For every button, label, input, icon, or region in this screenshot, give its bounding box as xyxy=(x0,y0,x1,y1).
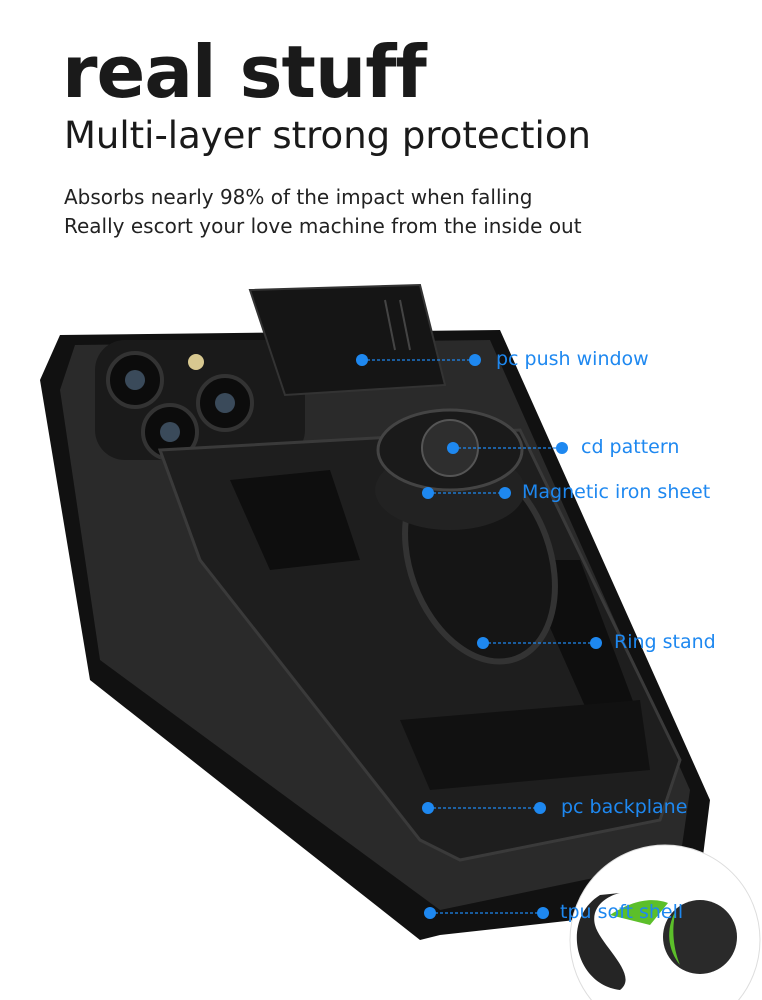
description-line: Absorbs nearly 98% of the impact when fa… xyxy=(64,185,533,209)
pc-push-window xyxy=(248,283,447,397)
callout-ring-stand: Ring stand xyxy=(614,631,716,653)
description: Absorbs nearly 98% of the impact when fa… xyxy=(64,183,582,241)
callout-pc-push-window: pc push window xyxy=(496,348,649,370)
callout-lines xyxy=(362,359,596,914)
ring-stand xyxy=(375,408,558,665)
camera-module xyxy=(95,340,305,461)
callout-cd-pattern: cd pattern xyxy=(581,436,680,458)
headline: real stuff xyxy=(62,30,427,114)
callout-dots xyxy=(356,354,602,919)
description-line: Really escort your love machine from the… xyxy=(64,214,582,238)
callout-magnetic-iron-sheet: Magnetic iron sheet xyxy=(522,481,711,503)
callout-tpu-soft-shell: tpu soft shell xyxy=(560,901,684,923)
callout-pc-backplane: pc backplane xyxy=(561,796,688,818)
subheadline: Multi-layer strong protection xyxy=(64,114,591,157)
